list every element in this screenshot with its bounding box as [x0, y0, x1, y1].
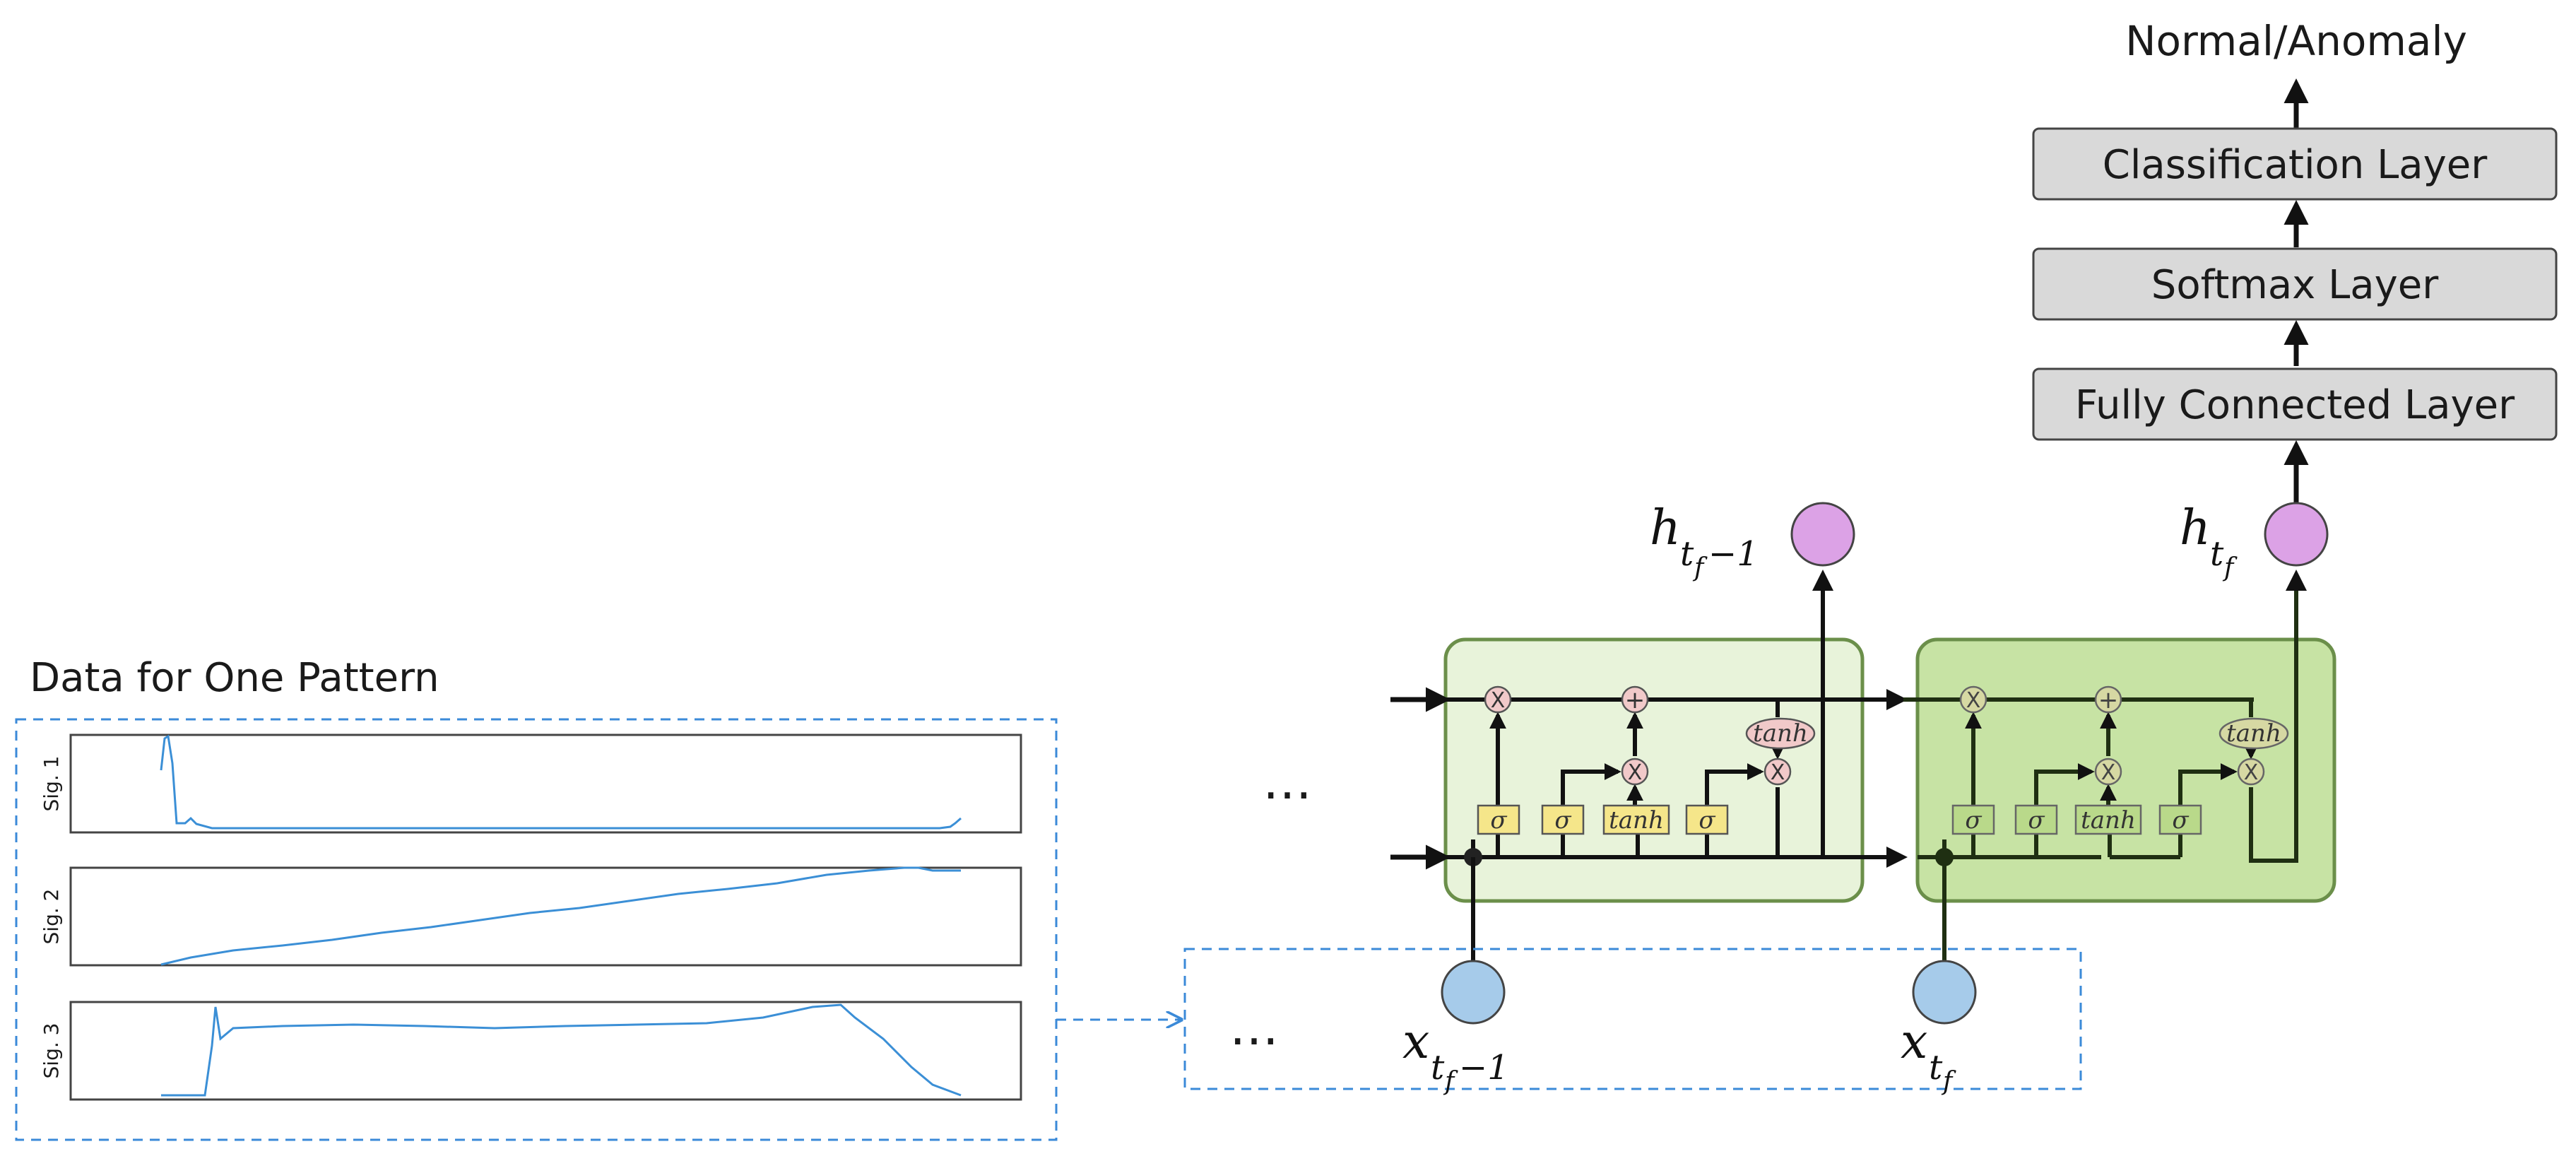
mult-op: [1763, 758, 1792, 786]
svg-text:σ: σ: [1554, 806, 1571, 835]
tanh-gate: [2074, 804, 2142, 835]
h-curr-label: h t f: [2180, 500, 2238, 582]
softmax-layer: Softmax Layer: [2032, 247, 2558, 321]
tanh-gate: [1602, 804, 1670, 835]
svg-text:tanh: tanh: [2226, 719, 2281, 748]
input-node-prev: [1441, 960, 1506, 1025]
svg-text:t: t: [2210, 534, 2224, 574]
svg-text:−1: −1: [1459, 1048, 1509, 1088]
svg-text:x: x: [1402, 1014, 1429, 1070]
output-label: Normal/Anomaly: [2125, 17, 2467, 65]
svg-text:X: X: [1771, 760, 1785, 785]
mult-op: [2237, 758, 2265, 786]
h-prev-label: h t f −1: [1650, 500, 1759, 582]
svg-text:tanh: tanh: [1753, 719, 1808, 748]
signal-3-label: Sig. 3: [40, 1023, 63, 1079]
hidden-node-curr: [2264, 502, 2329, 567]
curr-cell-gates: X + X X tanh σ σ tanh σ: [1951, 685, 2289, 835]
cells-ellipsis: …: [1263, 753, 1312, 811]
signal-plot-3: Sig. 3: [40, 1001, 1022, 1101]
fully-connected-layer-label: Fully Connected Layer: [2075, 382, 2515, 428]
svg-text:f: f: [1443, 1067, 1458, 1096]
signal-1-label: Sig. 1: [40, 756, 63, 812]
svg-text:h: h: [1650, 500, 1681, 556]
classification-layer-label: Classification Layer: [2103, 142, 2488, 188]
svg-text:σ: σ: [1965, 806, 1982, 835]
svg-text:X: X: [1966, 688, 1981, 713]
x-prev-label: x t f −1: [1402, 1014, 1509, 1096]
svg-text:+: +: [2098, 686, 2119, 714]
svg-text:σ: σ: [2172, 806, 2189, 835]
sigma-gate: [1541, 804, 1585, 835]
svg-text:x: x: [1901, 1014, 1927, 1070]
add-op: [1621, 685, 1649, 714]
svg-text:σ: σ: [1490, 806, 1507, 835]
svg-text:+: +: [1625, 686, 1646, 714]
mult-op: [1484, 685, 1512, 714]
svg-text:σ: σ: [2028, 806, 2045, 835]
sigma-gate: [2158, 804, 2202, 835]
mult-op: [1959, 685, 1987, 714]
prev-cell-wiring: [1446, 570, 1908, 868]
signal-plot-2: Sig. 2: [40, 866, 1022, 967]
softmax-layer-label: Softmax Layer: [2151, 262, 2439, 308]
svg-text:f: f: [1692, 553, 1708, 582]
svg-text:X: X: [2101, 760, 2116, 785]
mult-op: [2094, 758, 2122, 786]
pattern-title: Data for One Pattern: [30, 655, 439, 701]
hidden-node-prev: [1790, 502, 1855, 567]
svg-text:tanh: tanh: [1609, 806, 1664, 835]
svg-text:σ: σ: [1698, 806, 1715, 835]
svg-text:f: f: [2222, 553, 2238, 582]
svg-text:h: h: [2180, 500, 2211, 556]
prev-cell-gates: X + X X tanh σ σ tanh σ: [1477, 685, 1816, 835]
svg-text:t: t: [1680, 534, 1694, 574]
add-op: [2094, 685, 2122, 714]
signal-2-label: Sig. 2: [40, 889, 63, 945]
svg-text:X: X: [1491, 688, 1506, 713]
svg-text:X: X: [2244, 760, 2259, 785]
tanh-op: [1745, 717, 1816, 750]
x-curr-label: x t f: [1901, 1014, 1956, 1096]
sigma-gate: [1951, 804, 1995, 835]
sigma-gate: [2014, 804, 2058, 835]
signal-plot-1: Sig. 1: [40, 733, 1022, 834]
fully-connected-layer: Fully Connected Layer: [2032, 367, 2558, 441]
lstm-cell-prev: [1443, 637, 1865, 903]
input-sequence-box: [1183, 948, 2082, 1090]
tanh-op: [2218, 717, 2289, 750]
svg-text:f: f: [1941, 1067, 1956, 1096]
sigma-gate: [1477, 804, 1520, 835]
inputs-ellipsis: …: [1229, 998, 1279, 1056]
svg-text:t: t: [1431, 1048, 1445, 1088]
svg-text:t: t: [1929, 1048, 1943, 1088]
classification-layer: Classification Layer: [2032, 127, 2558, 201]
sigma-gate: [1685, 804, 1729, 835]
svg-text:−1: −1: [1708, 534, 1759, 574]
input-node-curr: [1912, 960, 1977, 1025]
svg-text:X: X: [1628, 760, 1643, 785]
mult-op: [1621, 758, 1649, 786]
svg-text:tanh: tanh: [2081, 806, 2136, 835]
lstm-cell-curr: [1915, 637, 2336, 903]
